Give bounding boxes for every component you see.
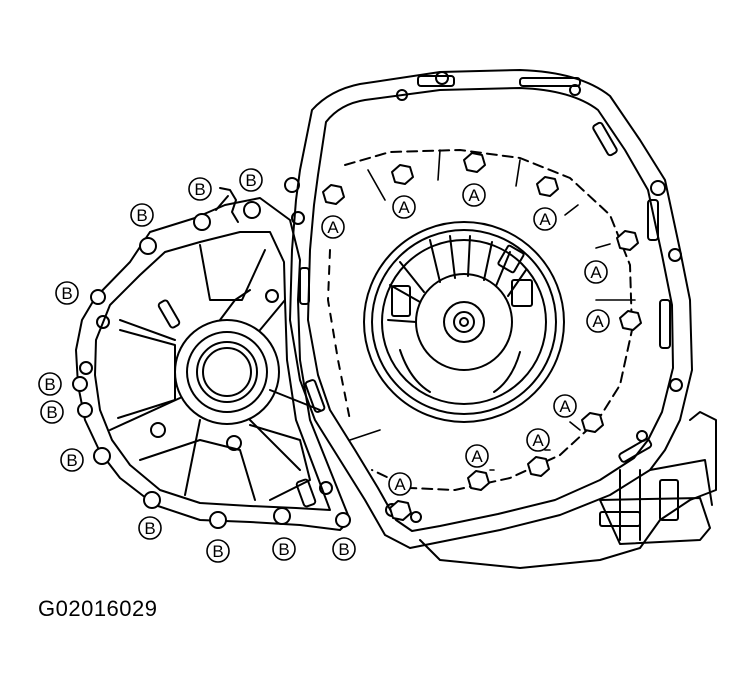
bolt-round <box>93 447 111 465</box>
svg-text:B: B <box>136 206 147 225</box>
svg-text:A: A <box>468 186 480 205</box>
svg-text:B: B <box>212 542 223 561</box>
bolt-hex <box>527 456 550 477</box>
svg-text:B: B <box>194 180 205 199</box>
bolt-label-b: B <box>38 372 62 396</box>
svg-text:A: A <box>559 397 571 416</box>
bolt-hex <box>616 230 639 251</box>
bolt-round <box>143 491 161 509</box>
svg-text:B: B <box>61 284 72 303</box>
bolt-round <box>72 376 88 392</box>
bolt-hex <box>389 500 412 521</box>
leader-lines <box>349 149 636 471</box>
bolt-label-a: A <box>526 428 550 452</box>
bolt-label-b: B <box>130 203 154 227</box>
bolt-label-a: A <box>392 195 416 219</box>
bolt-label-b: B <box>272 537 296 561</box>
bolt-round <box>77 402 93 418</box>
svg-text:B: B <box>245 171 256 190</box>
bolt-label-a: A <box>321 215 345 239</box>
bolt-label-b: B <box>332 537 356 561</box>
bolt-round <box>90 289 106 305</box>
svg-text:A: A <box>471 447 483 466</box>
bolt-round <box>193 213 211 231</box>
bolt-label-b: B <box>188 177 212 201</box>
bolt-hex <box>619 310 642 331</box>
svg-text:A: A <box>394 475 406 494</box>
main-case <box>284 69 693 549</box>
bolt-label-b: B <box>239 168 263 192</box>
figure-id-caption: G02016029 <box>38 596 158 621</box>
bolt-round <box>243 201 261 219</box>
bolt-label-a: A <box>533 207 557 231</box>
svg-text:B: B <box>66 451 77 470</box>
bolt-hex <box>391 164 414 185</box>
bolt-hex <box>536 176 559 197</box>
svg-text:B: B <box>338 540 349 559</box>
bolt-label-b: B <box>206 539 230 563</box>
svg-text:A: A <box>539 210 551 229</box>
svg-text:A: A <box>532 431 544 450</box>
bolt-round <box>139 237 157 255</box>
svg-text:A: A <box>592 312 604 331</box>
svg-text:B: B <box>44 375 55 394</box>
bolt-round <box>209 511 227 529</box>
bolt-hex <box>322 184 345 205</box>
bolt-label-a: A <box>553 394 577 418</box>
bolt-label-a: A <box>465 444 489 468</box>
extension-housing <box>75 197 351 531</box>
bolt-label-b: B <box>138 516 162 540</box>
svg-text:B: B <box>144 519 155 538</box>
svg-text:A: A <box>590 263 602 282</box>
bolt-round <box>273 507 291 525</box>
bolt-label-b: B <box>60 448 84 472</box>
bolt-label-a: A <box>462 183 486 207</box>
bolt-label-a: A <box>584 260 608 284</box>
bolt-hex <box>467 470 490 491</box>
svg-text:A: A <box>398 198 410 217</box>
svg-text:B: B <box>278 540 289 559</box>
svg-text:A: A <box>327 218 339 237</box>
svg-text:B: B <box>46 403 57 422</box>
bolt-hex <box>581 412 604 433</box>
bolt-round <box>335 512 351 528</box>
bolt-label-a: A <box>388 472 412 496</box>
bolt-hex <box>463 152 486 173</box>
clutch-drum <box>363 221 565 423</box>
bolt-heads <box>72 152 642 529</box>
valve-body <box>419 411 717 569</box>
bolt-label-b: B <box>55 281 79 305</box>
bolt-label-b: B <box>40 400 64 424</box>
bolt-label-a: A <box>586 309 610 333</box>
